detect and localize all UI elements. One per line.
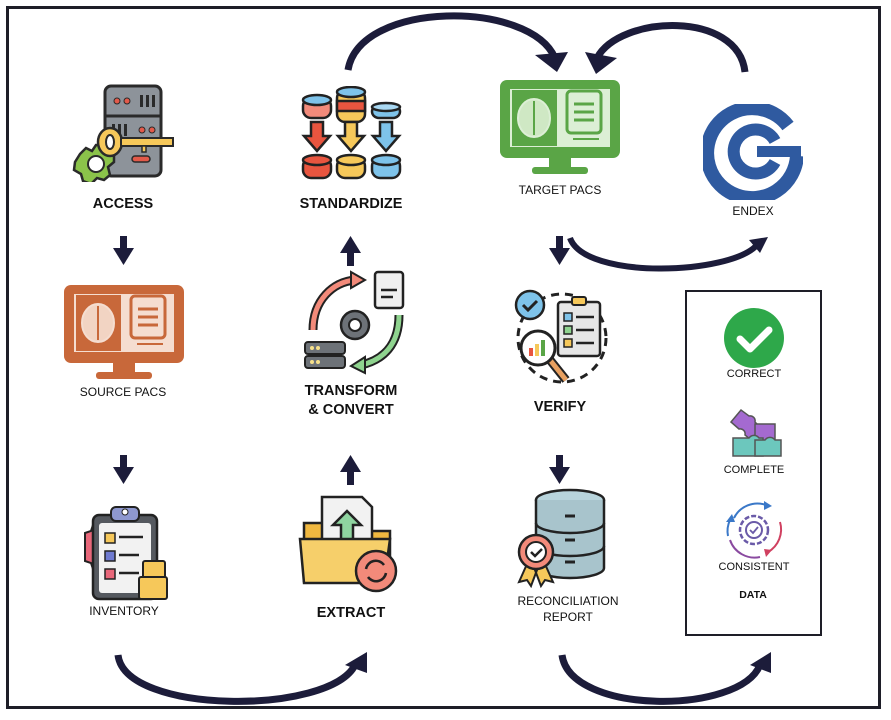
label-inventory: INVENTORY	[89, 604, 159, 618]
label-complete: COMPLETE	[723, 464, 785, 476]
check-circle-icon	[724, 308, 784, 368]
arrowhead-reconciliation-to-data	[750, 652, 771, 673]
label-verify: VERIFY	[533, 399, 587, 415]
label-consistent: CONSISTENT	[718, 561, 790, 573]
label-correct: CORRECT	[726, 368, 782, 380]
target-pacs-monitor-icon	[500, 80, 620, 174]
gear-cycle-icon	[726, 501, 783, 559]
label-endex: ENDEX	[732, 204, 774, 218]
arrow-transform-to-standardize	[340, 236, 361, 266]
source-pacs-monitor-icon	[64, 285, 184, 379]
arrowhead-endex-to-target	[585, 52, 617, 74]
puzzle-icon	[729, 408, 782, 457]
arrow-verify-to-reconciliation	[549, 455, 570, 484]
arrow-extract-to-transform	[340, 455, 361, 485]
label-access: ACCESS	[92, 196, 154, 212]
data-quality-panel	[685, 290, 822, 636]
arrow-inventory-to-extract	[114, 654, 359, 705]
arrow-source-to-inventory	[113, 455, 134, 484]
arrow-reconciliation-to-data	[558, 654, 764, 705]
transform-convert-icon	[304, 270, 405, 375]
label-reconciliation-line1: RECONCILIATION	[517, 594, 619, 608]
label-standardize: STANDARDIZE	[299, 196, 403, 212]
label-source-pacs: SOURCE PACS	[79, 385, 167, 399]
reconciliation-database-badge-icon	[517, 488, 606, 588]
arrowhead-inventory-to-extract	[345, 652, 367, 673]
label-extract: EXTRACT	[316, 605, 386, 621]
label-target-pacs: TARGET PACS	[518, 183, 602, 197]
endex-logo-icon	[703, 104, 803, 200]
arrowhead-standardize-to-target	[535, 52, 568, 72]
verify-clipboard-magnifier-icon	[514, 289, 608, 384]
inventory-clipboard-icon	[84, 506, 168, 601]
label-transform-line1: TRANSFORM	[304, 383, 398, 399]
arrow-standardize-to-target	[344, 12, 559, 71]
arrow-target-to-endex	[567, 236, 760, 272]
arrowhead-target-to-endex	[749, 237, 768, 253]
arrow-endex-to-target	[593, 22, 749, 73]
label-transform-line2: & CONVERT	[308, 402, 394, 418]
label-reconciliation-line2: REPORT	[543, 610, 593, 624]
arrow-target-to-verify	[549, 236, 570, 265]
arrow-access-to-source	[113, 236, 134, 265]
database-standardize-icon	[301, 86, 402, 180]
data-panel-title: DATA	[739, 589, 767, 601]
extract-folder-icon	[298, 495, 398, 593]
server-key-icon	[72, 84, 174, 182]
